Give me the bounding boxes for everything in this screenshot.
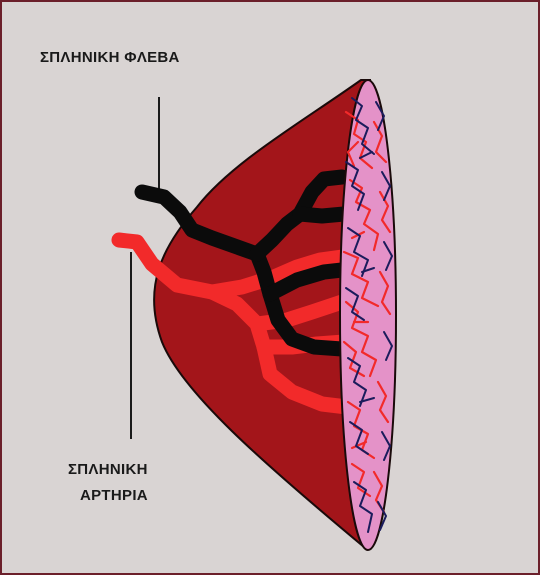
spleen-body (154, 80, 370, 547)
splenic-artery-label-line1: ΣΠΛΗΝΙΚΗ (68, 461, 148, 478)
splenic-artery-label-line2: ΑΡΤΗΡΙΑ (80, 487, 148, 504)
splenic-vein-label: ΣΠΛΗΝΙΚΗ ΦΛΕΒΑ (40, 49, 180, 66)
